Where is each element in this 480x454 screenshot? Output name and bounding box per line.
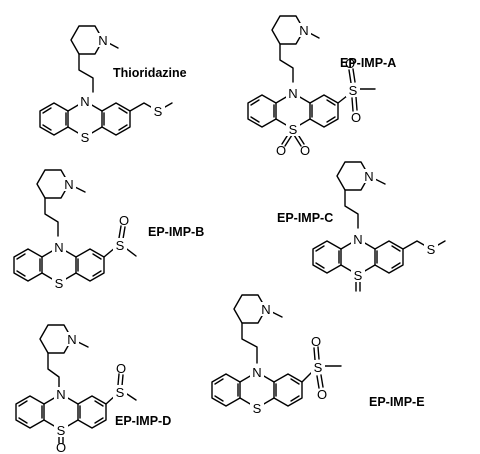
- bonds: [13, 169, 137, 284]
- compound-name-ep-imp-a: EP-IMP-A: [340, 56, 396, 70]
- molecule-ep-imp-a: N N S O O S O O EP-IMP-A: [247, 15, 396, 158]
- compound-name-ep-imp-b: EP-IMP-B: [148, 225, 204, 239]
- sulfone-o2-label: O: [351, 110, 361, 125]
- sulfoxide-o-label: O: [116, 361, 126, 376]
- compound-name-ep-imp-e: EP-IMP-E: [369, 395, 425, 409]
- piperidine-n-label: N: [364, 169, 373, 184]
- sulfone-s-label: S: [314, 360, 323, 375]
- molecule-ep-imp-b: N N S S O EP-IMP-B: [13, 169, 204, 291]
- sulfoxide-s-label: S: [116, 385, 125, 400]
- bonds: [312, 161, 446, 292]
- sulfone-o2-label: O: [317, 387, 327, 402]
- piperidine-n-label: N: [67, 332, 76, 347]
- sulfoxide-o-label: O: [119, 213, 129, 228]
- molecule-ep-imp-c: N N S S EP-IMP-C: [277, 161, 446, 292]
- compound-name-ep-imp-d: EP-IMP-D: [115, 414, 171, 428]
- ring-s-label: S: [354, 268, 363, 283]
- ring-n-label: N: [80, 94, 89, 109]
- ring-s-label: S: [55, 276, 64, 291]
- piperidine-n-label: N: [98, 33, 107, 48]
- bonds: [247, 15, 376, 147]
- sulfone-o1-label: O: [311, 334, 321, 349]
- compound-name-thioridazine: Thioridazine: [113, 66, 187, 80]
- ring-n-label: N: [353, 232, 362, 247]
- ring-n-label: N: [252, 365, 261, 380]
- ring-n-label: N: [54, 240, 63, 255]
- molecule-ep-imp-e: N N S S O O EP-IMP-E: [211, 294, 425, 416]
- sulfoxide-s-label: S: [116, 238, 125, 253]
- ring-s-label: S: [289, 122, 298, 137]
- sulfone-o1-label: O: [345, 56, 355, 71]
- piperidine-n-label: N: [299, 23, 308, 38]
- sulfone-s-label: S: [349, 83, 358, 98]
- thioether-s-label: S: [427, 242, 436, 257]
- ring-n-label: N: [288, 86, 297, 101]
- molecule-thioridazine: N N S S Thioridazine: [39, 25, 187, 145]
- ring-n-label: N: [56, 387, 65, 402]
- molecule-ep-imp-d: N N S O S O EP-IMP-D: [15, 324, 171, 454]
- piperidine-n-label: N: [261, 302, 270, 317]
- ring-o2-label: O: [300, 143, 310, 158]
- ring-o-label: O: [56, 440, 66, 454]
- ring-o1-label: O: [276, 143, 286, 158]
- compound-name-ep-imp-c: EP-IMP-C: [277, 211, 333, 225]
- ring-s-label: S: [253, 401, 262, 416]
- ring-s-label: S: [57, 423, 66, 438]
- thioether-s-label: S: [154, 104, 163, 119]
- piperidine-n-label: N: [64, 177, 73, 192]
- ring-s-label: S: [81, 130, 90, 145]
